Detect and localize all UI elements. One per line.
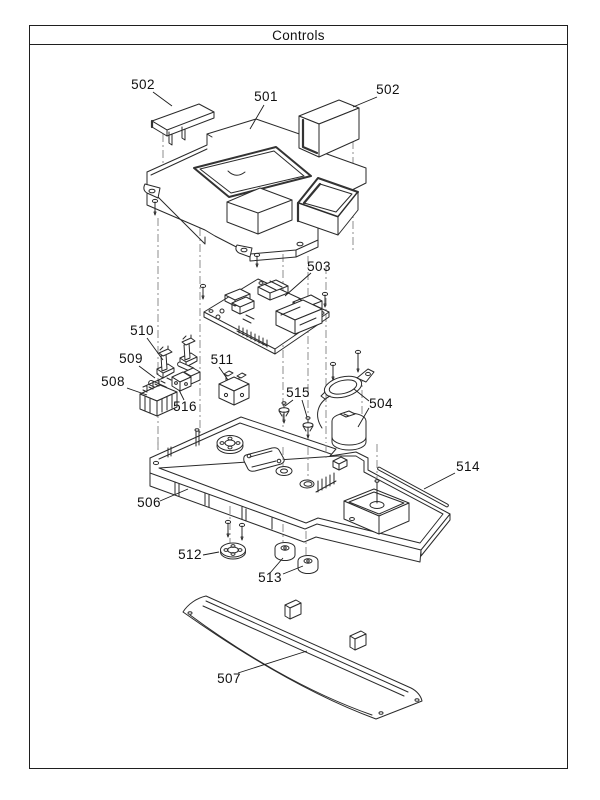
part-511-switch: [218, 370, 250, 406]
part-label-509: 509: [119, 351, 143, 366]
part-516-connector: [171, 367, 201, 392]
part-label-514: 514: [456, 459, 480, 474]
projection-centerlines-over: [157, 437, 378, 480]
screw-icon: [329, 361, 337, 381]
part-503-circuit-board: [199, 252, 330, 355]
part-label-516: 516: [173, 399, 197, 414]
screw-icon: [253, 252, 261, 268]
facia-clip: [284, 599, 302, 620]
part-513-foot: [274, 542, 296, 561]
part-506-console-base: [149, 416, 451, 563]
screw-icon: [224, 519, 232, 538]
part-508-terminal-block: [139, 377, 178, 417]
screw-icon: [321, 291, 329, 308]
part-510-clip: [179, 334, 198, 368]
part-510-clip: [156, 345, 175, 379]
part-507-facia: [182, 595, 423, 720]
part-502-left-cover: [150, 103, 215, 146]
part-label-512: 512: [178, 547, 202, 562]
page-title: Controls: [272, 27, 325, 43]
part-515-pin: [278, 401, 290, 424]
part-512-disc: [220, 542, 246, 560]
part-514-rod: [377, 466, 449, 508]
part-label-515: 515: [286, 385, 310, 400]
part-502-right-cover: [298, 99, 360, 158]
screw-icon: [199, 283, 207, 300]
projection-centerlines: [157, 134, 363, 555]
part-label-511: 511: [211, 352, 234, 367]
facia-clip: [349, 630, 367, 651]
screw-icon: [354, 349, 362, 373]
part-label-506: 506: [137, 495, 161, 510]
part-label-508: 508: [101, 374, 125, 389]
screw-icon: [238, 522, 246, 541]
part-label-507: 507: [217, 671, 241, 686]
part-label-503: 503: [307, 259, 331, 274]
title-bar: Controls: [30, 26, 567, 45]
part-labels: 502 501 502 503 510 509 508 511 516 515 …: [101, 77, 480, 686]
part-label-510: 510: [130, 323, 154, 338]
part-label-513: 513: [258, 570, 282, 585]
part-515-pin: [302, 416, 314, 439]
part-504-motor: [317, 349, 375, 451]
screw-icon: [151, 198, 159, 216]
part-label-502-right: 502: [376, 82, 400, 97]
part-513-foot: [297, 555, 319, 574]
leader-lines: [126, 91, 456, 674]
part-label-501: 501: [254, 89, 278, 104]
gear-disc: [216, 435, 244, 454]
part-label-502-left: 502: [131, 77, 155, 92]
timer-compartment: [343, 479, 410, 535]
part-label-504: 504: [369, 396, 393, 411]
